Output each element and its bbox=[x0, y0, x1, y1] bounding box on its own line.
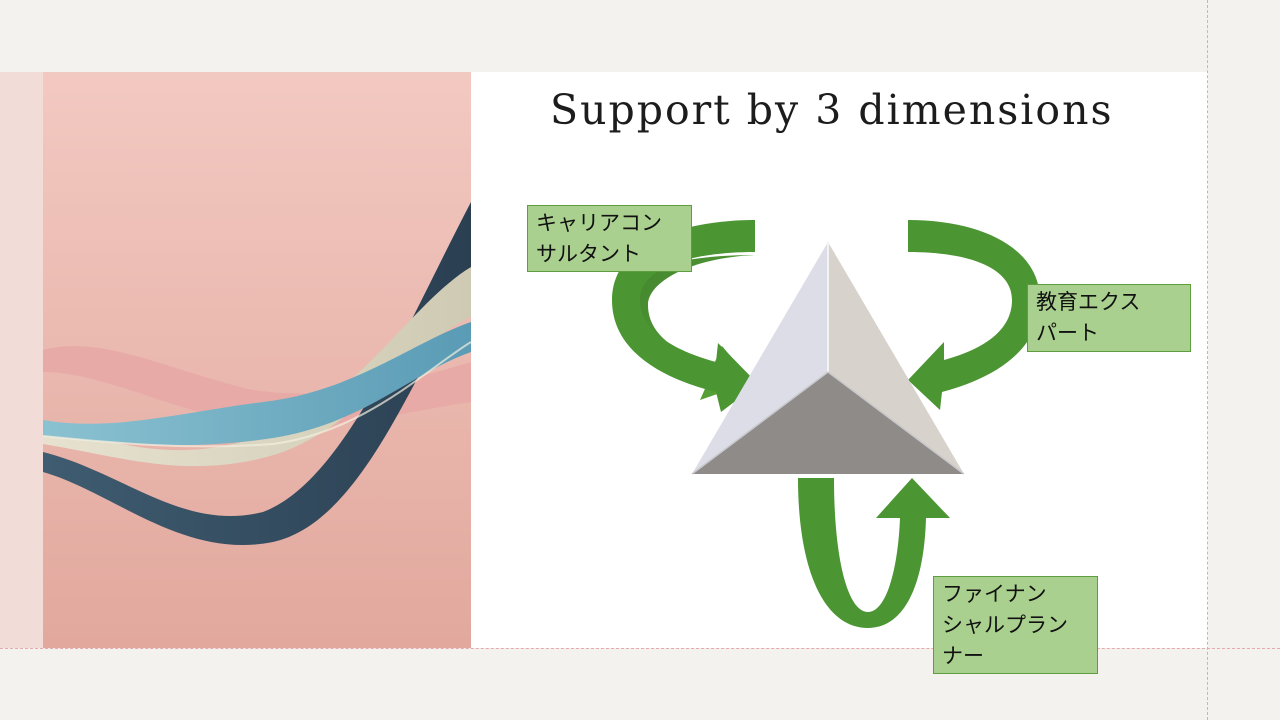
guide-line-horizontal bbox=[0, 648, 1280, 649]
education-curved-arrow bbox=[908, 220, 1040, 410]
financial-planner-label: ファイナン シャルプラン ナー bbox=[933, 576, 1098, 674]
abstract-ribbon-image bbox=[43, 72, 471, 648]
guide-line-vertical bbox=[1207, 0, 1208, 720]
left-accent-strip bbox=[0, 72, 43, 648]
finance-u-arrow bbox=[798, 478, 950, 628]
pyramid-shape bbox=[691, 242, 965, 475]
career-consultant-label: キャリアコン サルタント bbox=[527, 205, 692, 272]
slide-title: Support by 3 dimensions bbox=[550, 86, 1114, 134]
education-expert-label: 教育エクス パート bbox=[1027, 284, 1191, 352]
